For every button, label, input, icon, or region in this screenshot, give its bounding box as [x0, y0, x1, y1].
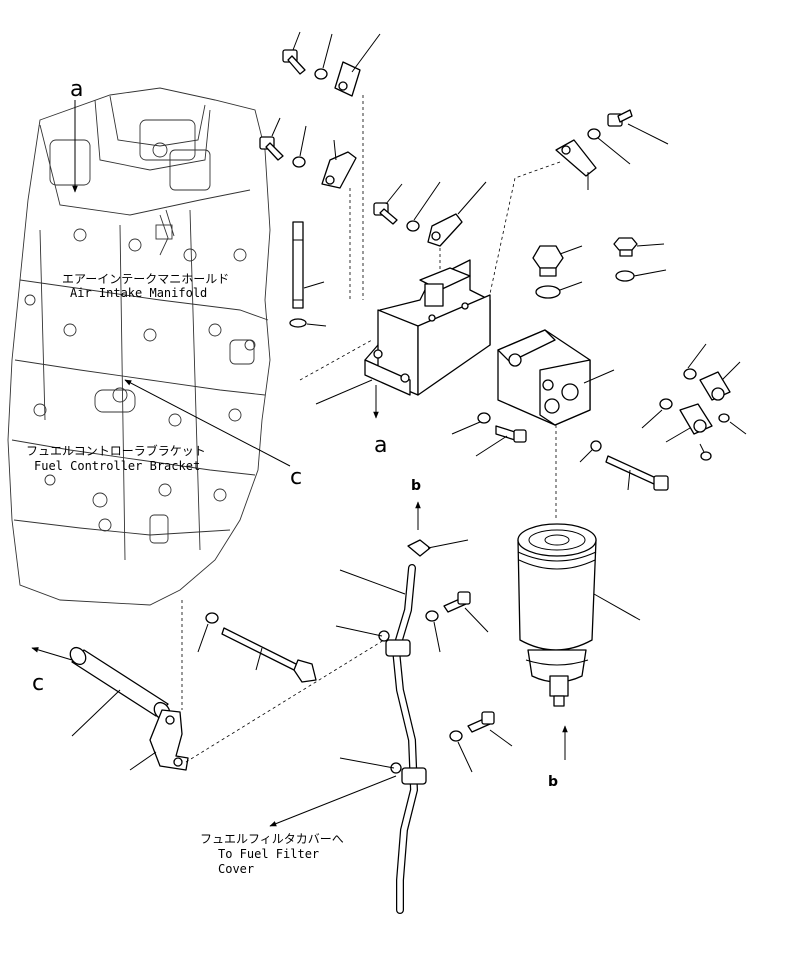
oring-4: [718, 413, 730, 423]
hose-clip-2: [390, 762, 427, 785]
plug-1: [532, 245, 564, 277]
washer-stud: [289, 318, 307, 328]
ref-b-top: b: [411, 478, 421, 494]
hose-clip-1: [378, 630, 411, 657]
oring-2: [615, 270, 635, 282]
filter-head: [497, 329, 591, 426]
clamp-4: [555, 139, 597, 177]
washer-1: [314, 68, 328, 80]
label-air-intake-en: Air Intake Manifold: [70, 286, 207, 300]
long-stud: [292, 221, 304, 309]
elbow-fitting-1: [699, 371, 731, 401]
label-air-intake-jp: エアーインテークマニホールド: [62, 272, 229, 286]
washer-9: [205, 612, 219, 624]
washer-8: [449, 730, 463, 742]
clamp-2: [321, 151, 357, 189]
fuel-bracket: [364, 259, 491, 396]
mounting-bracket: [149, 709, 189, 771]
ref-c-engine: c: [290, 465, 302, 490]
bolt-7: [467, 711, 495, 733]
ref-a-bracket: a: [374, 433, 387, 458]
oring-3: [683, 368, 697, 380]
clamp-3: [427, 213, 463, 247]
washer-5: [477, 412, 491, 424]
ref-c-left-arrow: [31, 647, 73, 661]
ref-b-bottom: b: [548, 774, 558, 790]
ref-c-arrow: [124, 379, 291, 467]
washer-7: [425, 610, 439, 622]
bolt-5: [495, 425, 527, 443]
bolt-6: [443, 591, 471, 613]
bolt-3: [373, 202, 398, 225]
engine-block: [7, 87, 271, 606]
bolt-4: [607, 109, 633, 127]
clamp-1: [334, 61, 361, 97]
oring-6: [700, 451, 712, 461]
plug-2: [613, 237, 638, 257]
washer-6: [590, 440, 602, 452]
washer-3: [406, 220, 420, 232]
label-to-filter-jp: フュエルフィルタカバーへ: [200, 832, 344, 846]
to-filter-arrow: [269, 775, 397, 827]
long-bolt-2: [221, 627, 317, 683]
oring-5: [659, 398, 673, 410]
bolt-1: [282, 49, 306, 75]
spacer-pipe: [69, 646, 171, 721]
hose-end-fitting: [407, 539, 431, 557]
washer-4: [587, 128, 601, 140]
ref-c-left: c: [32, 671, 44, 696]
elbow-fitting-2: [679, 403, 713, 435]
washer-2: [292, 156, 306, 168]
long-bolt: [605, 455, 669, 491]
fuel-filter-element: [517, 523, 597, 707]
bolt-2: [259, 136, 284, 161]
oring-1: [535, 285, 561, 299]
label-fuel-bracket-jp: フュエルコントローラブラケット: [26, 443, 206, 458]
label-fuel-bracket-en: Fuel Controller Bracket: [34, 459, 200, 473]
ref-a-top: a: [70, 77, 83, 102]
label-to-filter-en-2: Cover: [218, 862, 254, 876]
label-to-filter-en-1: To Fuel Filter: [218, 847, 319, 861]
